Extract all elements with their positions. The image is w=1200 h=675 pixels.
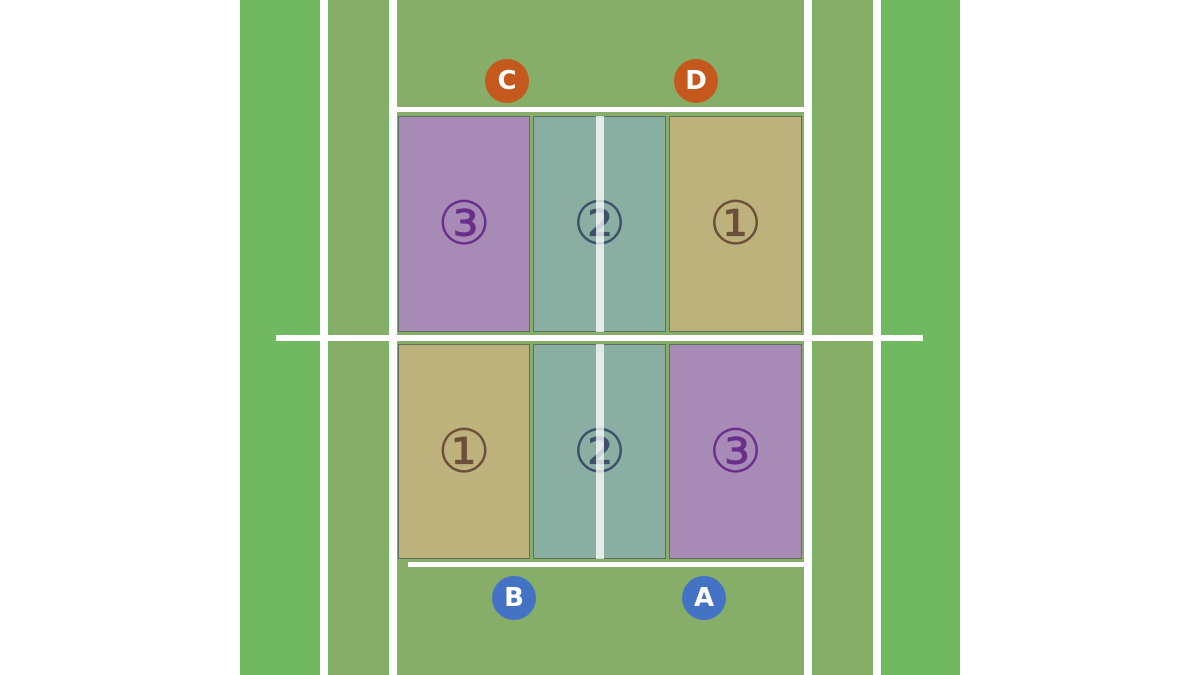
zone-top-right: ① xyxy=(669,116,802,332)
player-marker-d: D xyxy=(674,59,718,103)
zone-bottom-right: ③ xyxy=(669,344,802,559)
zone-number: ③ xyxy=(708,416,763,487)
center-service-line-top xyxy=(596,116,604,332)
zone-number: ③ xyxy=(437,189,491,259)
top-service-line xyxy=(397,107,804,112)
center-service-line-bottom xyxy=(596,344,604,559)
zone-number: ① xyxy=(437,416,491,487)
bottom-service-line xyxy=(408,562,804,567)
player-marker-b: B xyxy=(492,576,536,620)
zone-top-left: ③ xyxy=(398,116,530,332)
player-marker-a: A xyxy=(682,576,726,620)
player-marker-c: C xyxy=(485,59,529,103)
net-line xyxy=(276,335,923,341)
zone-bottom-left: ① xyxy=(398,344,530,559)
zone-number: ① xyxy=(708,189,763,259)
